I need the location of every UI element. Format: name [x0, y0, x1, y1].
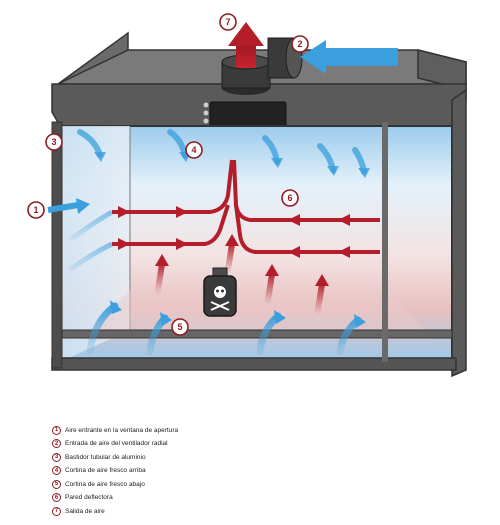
marker-number: 1: [33, 205, 38, 215]
legend-number: 2: [52, 439, 61, 448]
radial-fan-icon: [221, 37, 303, 95]
legend: 1 Aire entrante en la ventana de apertura…: [52, 424, 352, 519]
red-arrow-icon: [265, 271, 275, 303]
legend-text: Pared deflectora: [65, 494, 113, 501]
control-knob-icon: [203, 110, 209, 116]
marker-5: 5: [171, 318, 189, 336]
control-panel: [203, 101, 287, 129]
marker-7: 7: [219, 13, 237, 31]
marker-number: 3: [51, 137, 56, 147]
red-arrow-icon: [155, 261, 165, 293]
skull-crossbones-icon: [203, 267, 237, 317]
legend-item: 7 Salida de aire: [52, 505, 352, 517]
legend-item: 6 Pared deflectora: [52, 492, 352, 504]
control-knob-icon: [203, 118, 209, 124]
legend-number: 7: [52, 506, 61, 516]
marker-number: 7: [225, 17, 230, 27]
marker-number: 6: [287, 193, 292, 203]
legend-text: Salida de aire: [65, 507, 105, 515]
legend-text: Entrada de aire del ventilador radial: [65, 440, 168, 447]
legend-item: 2 Entrada de aire del ventilador radial: [52, 438, 352, 450]
legend-number: 1: [52, 425, 61, 435]
marker-6: 6: [281, 189, 299, 207]
marker-1: 1: [27, 201, 45, 219]
legend-number: 3: [52, 452, 61, 462]
legend-item: 3 Bastidor tubular de aluminio: [52, 451, 352, 463]
marker-4: 4: [185, 141, 203, 159]
exhaust-arrow-icon: [228, 22, 264, 68]
marker-number: 4: [191, 145, 196, 155]
legend-item: 5 Cortina de aire fresco abajo: [52, 478, 352, 490]
legend-item: 1 Aire entrante en la ventana de apertura: [52, 424, 352, 436]
red-arrow-icon: [225, 241, 235, 273]
marker-3: 3: [45, 133, 63, 151]
legend-text: Cortina de aire fresco abajo: [65, 480, 145, 488]
legend-number: 4: [52, 466, 61, 475]
fan-inlet-arrow-icon: [300, 40, 398, 74]
marker-2: 2: [291, 35, 309, 53]
legend-text: Bastidor tubular de aluminio: [65, 453, 146, 461]
legend-number: 6: [52, 493, 61, 502]
rising-fumes: [155, 241, 325, 313]
contaminated-airflow: [112, 140, 380, 313]
red-arrow-icon: [315, 281, 325, 313]
legend-item: 4 Cortina de aire fresco arriba: [52, 465, 352, 477]
legend-text: Cortina de aire fresco arriba: [65, 467, 146, 474]
legend-number: 5: [52, 479, 61, 489]
incoming-air: [47, 198, 114, 273]
bottom-air-curtain-heads: [110, 300, 366, 328]
marker-number: 2: [297, 39, 302, 49]
red-arrow-heads: [118, 206, 350, 258]
marker-number: 5: [177, 322, 182, 332]
control-knob-icon: [203, 102, 209, 108]
side-panel-right: [451, 88, 467, 378]
diagram-markers: 1 2 3 4 5 6 7: [27, 13, 309, 336]
aluminium-tube-frame: [51, 121, 457, 371]
legend-text: Aire entrante en la ventana de apertura: [65, 426, 179, 434]
